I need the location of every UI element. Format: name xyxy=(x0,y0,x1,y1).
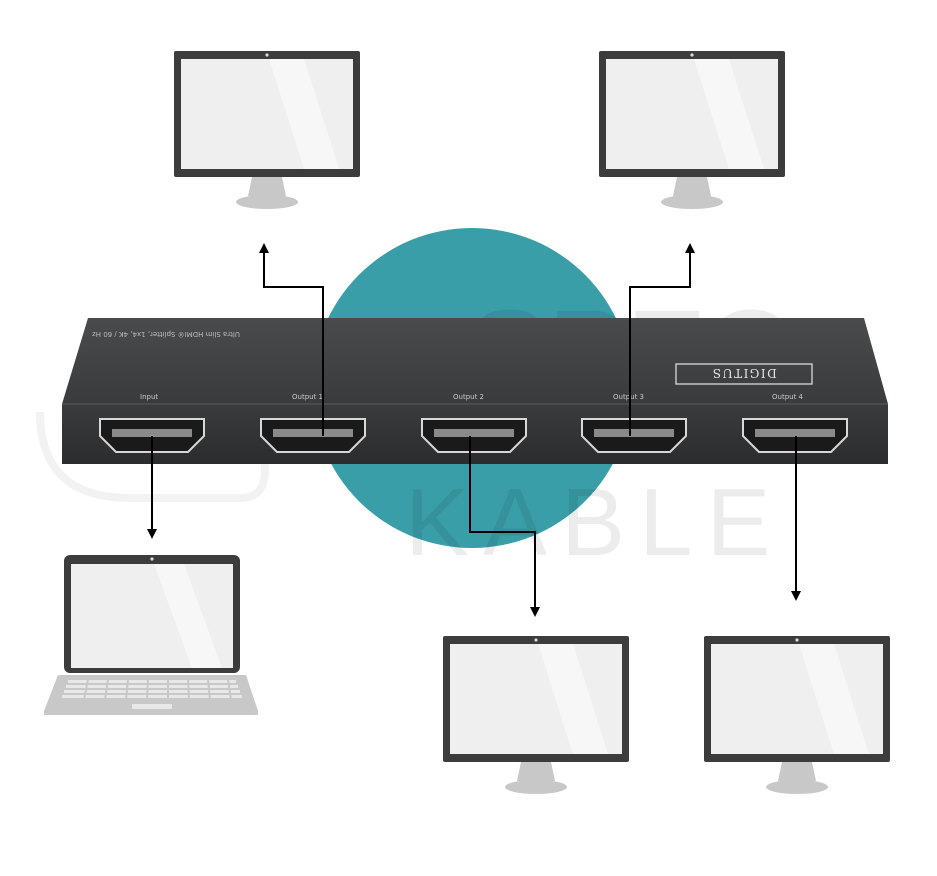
svg-text:DIGITUS: DIGITUS xyxy=(711,366,777,380)
laptop-icon xyxy=(44,555,258,715)
monitor-icon xyxy=(174,51,360,209)
watermark-kable: KABLE xyxy=(405,469,785,576)
port-label-output-3: Output 3 xyxy=(613,393,644,401)
monitor-icon xyxy=(599,51,785,209)
arrow-output-1 xyxy=(259,243,324,436)
hdmi-port-output-2 xyxy=(421,418,527,453)
monitor-icon xyxy=(704,636,890,794)
port-label-input: Input xyxy=(140,393,158,401)
port-label-output-4: Output 4 xyxy=(772,393,804,401)
device-top-face xyxy=(62,318,888,404)
arrow-output-2 xyxy=(469,436,540,617)
hdmi-port-output-1 xyxy=(260,418,366,453)
hdmi-port-output-3 xyxy=(581,418,687,453)
hdmi-port-input xyxy=(99,418,205,453)
device-spec-label: Ultra Slim HDMI® Splitter, 1x4, 4K / 60 … xyxy=(92,330,240,338)
port-label-output-1: Output 1 xyxy=(292,393,323,401)
hdmi-port-output-4 xyxy=(742,418,848,453)
brand-logo: DIGITUS xyxy=(675,363,813,385)
connection-arrows xyxy=(147,243,801,617)
port-label-output-2: Output 2 xyxy=(453,393,484,401)
arrow-output-3 xyxy=(629,243,695,436)
monitor-icon xyxy=(443,636,629,794)
hdmi-splitter-device: Ultra Slim HDMI® Splitter, 1x4, 4K / 60 … xyxy=(62,318,888,464)
